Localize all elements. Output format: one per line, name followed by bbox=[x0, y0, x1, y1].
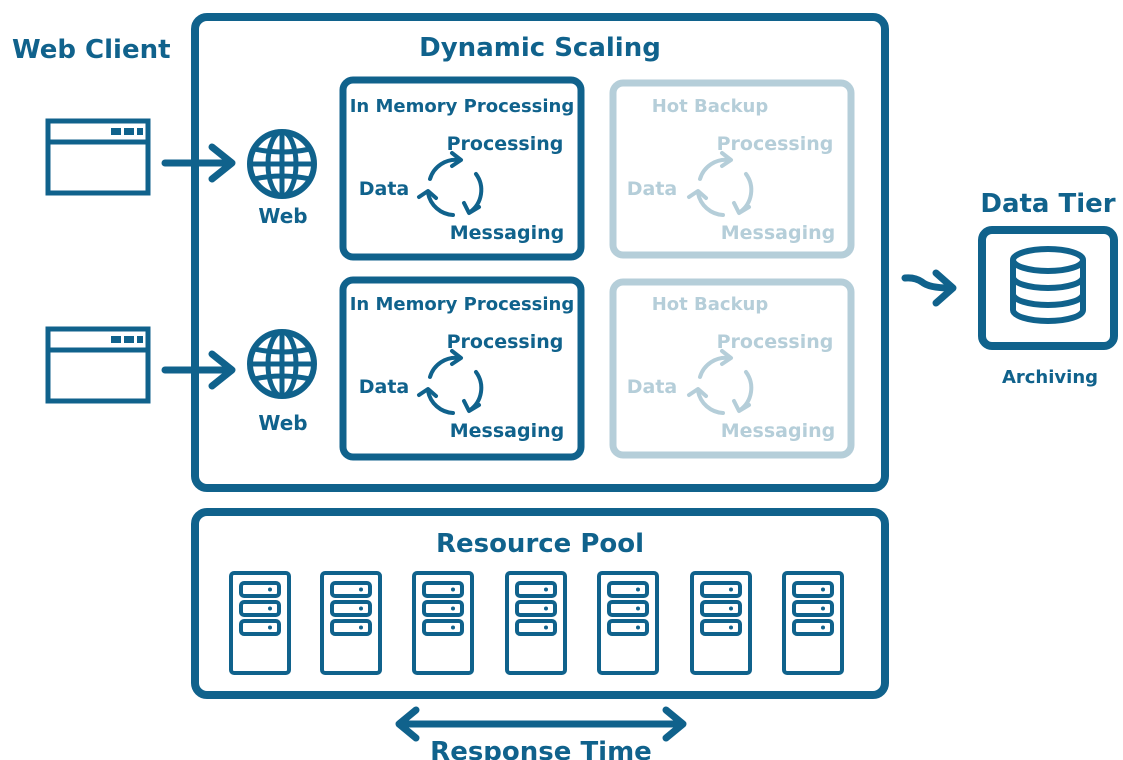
server-icon bbox=[690, 571, 752, 675]
browser-window-icon bbox=[48, 329, 148, 401]
cycle-arrows-icon bbox=[687, 151, 754, 217]
messaging-label: Messaging bbox=[721, 420, 835, 442]
cycle-arrows-icon bbox=[417, 151, 484, 217]
cycle-arrows-icon bbox=[417, 349, 484, 415]
server-icon bbox=[320, 571, 382, 675]
data-label: Data bbox=[627, 376, 678, 398]
data-label: Data bbox=[627, 178, 678, 200]
web-client-title: Web Client bbox=[12, 35, 171, 65]
resource-pool-title: Resource Pool bbox=[436, 529, 644, 559]
hot-backup-node: Hot Backup Processing Data Messaging bbox=[609, 278, 855, 459]
resource-pool-box bbox=[191, 508, 889, 699]
node-title: In Memory Processing bbox=[350, 96, 575, 117]
database-icon bbox=[1010, 246, 1086, 324]
browser-window-icon bbox=[48, 121, 148, 193]
web-label: Web bbox=[258, 411, 307, 435]
data-label: Data bbox=[359, 376, 410, 398]
processing-label: Processing bbox=[447, 133, 564, 155]
processing-label: Processing bbox=[447, 331, 564, 353]
server-icon bbox=[412, 571, 474, 675]
data-tier-box bbox=[978, 226, 1118, 350]
processing-label: Processing bbox=[717, 133, 834, 155]
double-arrow-icon bbox=[395, 706, 687, 742]
globe-icon bbox=[250, 332, 314, 396]
in-memory-processing-node: In Memory Processing Processing Data Mes… bbox=[339, 76, 585, 261]
messaging-label: Messaging bbox=[450, 420, 564, 442]
arrow-right-icon bbox=[901, 269, 957, 307]
cycle-arrows-icon bbox=[687, 349, 754, 415]
archiving-label: Archiving bbox=[1002, 367, 1098, 388]
data-tier-title: Data Tier bbox=[980, 189, 1115, 219]
in-memory-processing-node: In Memory Processing Processing Data Mes… bbox=[339, 276, 585, 461]
processing-label: Processing bbox=[717, 331, 834, 353]
server-icon bbox=[505, 571, 567, 675]
response-time-label: Response Time bbox=[430, 737, 652, 760]
dynamic-scaling-box bbox=[191, 13, 889, 492]
web-label: Web bbox=[258, 204, 307, 228]
server-icon bbox=[229, 571, 291, 675]
node-title: Hot Backup bbox=[652, 294, 769, 315]
globe-icon bbox=[250, 132, 314, 196]
hot-backup-node: Hot Backup Processing Data Messaging bbox=[609, 79, 855, 259]
node-title: Hot Backup bbox=[652, 96, 769, 117]
messaging-label: Messaging bbox=[450, 222, 564, 244]
data-label: Data bbox=[359, 178, 410, 200]
node-title: In Memory Processing bbox=[350, 294, 575, 315]
messaging-label: Messaging bbox=[721, 222, 835, 244]
server-icon bbox=[782, 571, 844, 675]
dynamic-scaling-title: Dynamic Scaling bbox=[419, 33, 661, 63]
server-icon bbox=[597, 571, 659, 675]
